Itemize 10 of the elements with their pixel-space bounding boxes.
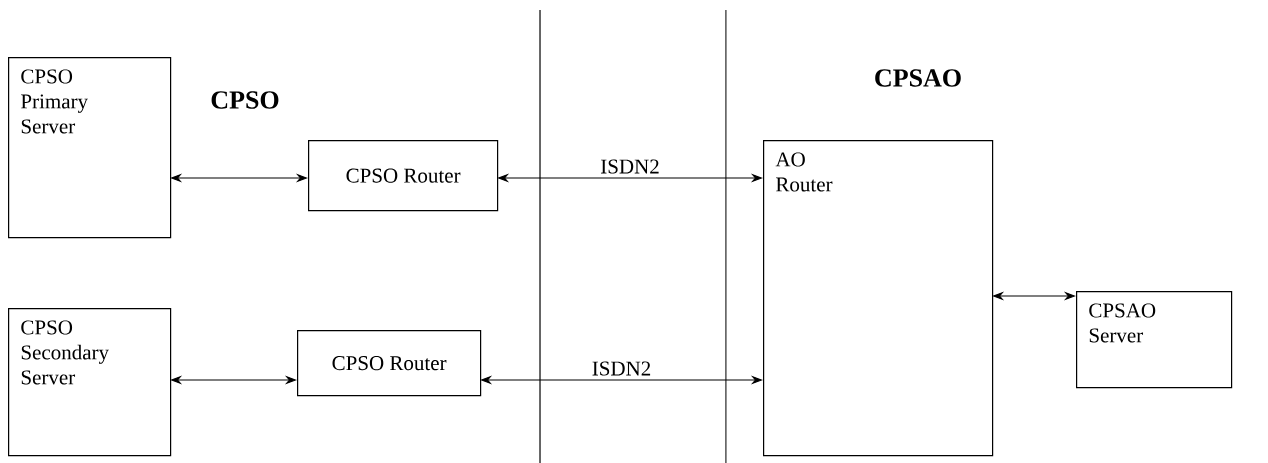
server-box: CPSO Router	[297, 330, 482, 397]
section-heading: CPSAO	[875, 69, 961, 87]
server-box: CPSO Primary Server	[8, 57, 172, 239]
server-box: AO Router	[763, 140, 994, 457]
edge-label: ISDN2	[592, 361, 651, 376]
section-heading: CPSO	[211, 91, 279, 109]
server-box: CPSO Secondary Server	[8, 308, 172, 457]
edge-label: ISDN2	[601, 159, 659, 174]
server-box: CPSO Router	[308, 140, 499, 212]
server-box: CPSAO Server	[1076, 291, 1233, 389]
